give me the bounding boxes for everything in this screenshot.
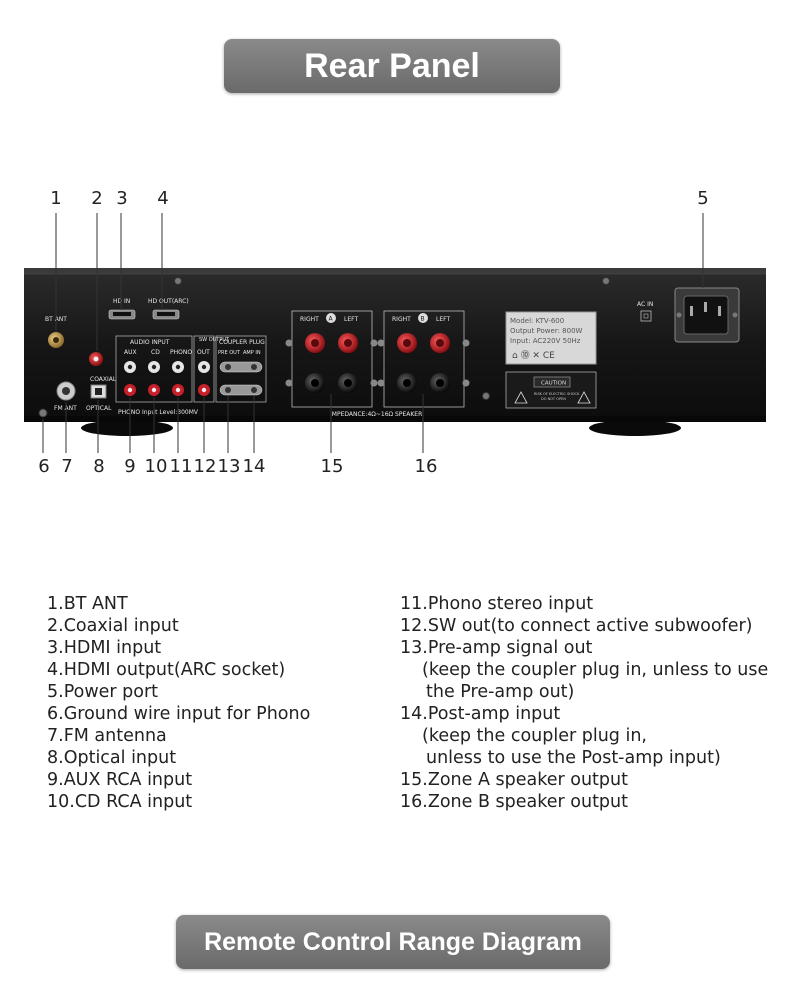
callout-16: 16 [414, 456, 438, 477]
callout-5: 5 [697, 188, 709, 209]
legend-item: 8.Optical input [47, 748, 177, 768]
legend-item: 5.Power port [47, 682, 159, 702]
cert-icons: ⌂ ⓾ ✕ CE [512, 350, 555, 361]
callout-6: 6 [38, 456, 50, 477]
foot-left [81, 420, 173, 436]
remote-range-title: Remote Control Range Diagram [176, 915, 610, 969]
power-port[interactable] [674, 287, 740, 343]
svg-text:RIGHT: RIGHT [300, 316, 319, 323]
legend-left: 1.BT ANT 2.Coaxial input 3.HDMI input 4.… [47, 593, 310, 813]
svg-text:Model: KTV-600: Model: KTV-600 [510, 317, 564, 325]
legend-item: 13.Pre-amp signal out [400, 638, 593, 658]
legend-item: 1.BT ANT [47, 594, 128, 614]
legend-item-note: (keep the coupler plug in, [422, 726, 647, 746]
legend-item: 14.Post-amp input [400, 704, 561, 724]
spec-label [505, 311, 597, 365]
svg-text:PHONO: PHONO [170, 349, 192, 356]
audio-input-label: AUDIO INPUT [130, 339, 170, 346]
legend-item-note: the Pre-amp out) [426, 682, 575, 702]
legend-item-note: unless to use the Post-amp input) [426, 748, 721, 768]
callout-13: 13 [217, 456, 241, 477]
callout-11: 11 [169, 456, 193, 477]
callout-4: 4 [157, 188, 169, 209]
svg-text:CAUTION: CAUTION [541, 381, 566, 387]
svg-text:LEFT: LEFT [344, 316, 358, 323]
svg-text:RISK OF ELECTRIC SHOCK: RISK OF ELECTRIC SHOCK [534, 392, 580, 396]
legend-right: 11.Phono stereo input 12.SW out(to conne… [400, 593, 768, 813]
warning-triangle-icon [577, 391, 591, 404]
sw-out-jack[interactable] [198, 361, 210, 396]
svg-text:AMP IN: AMP IN [243, 350, 261, 356]
phono-level-label: PHONO Input Level:300MV [118, 409, 199, 416]
foot-right [589, 420, 681, 436]
zone-a-speaker-terminals[interactable] [305, 333, 358, 393]
callout-1: 1 [50, 188, 62, 209]
legend-item: 10.CD RCA input [47, 792, 193, 812]
legend-item: 16.Zone B speaker output [400, 792, 628, 812]
svg-text:DO NOT OPEN: DO NOT OPEN [541, 397, 566, 401]
callout-7: 7 [61, 456, 73, 477]
legend-item-note: (keep the coupler plug in, unless to use [422, 660, 769, 680]
aux-rca-input[interactable] [124, 361, 136, 396]
legend-item: 4.HDMI output(ARC socket) [47, 660, 286, 680]
svg-text:B: B [421, 316, 425, 323]
legend-item: 6.Ground wire input for Phono [47, 704, 311, 724]
callout-14: 14 [242, 456, 266, 477]
legend-item: 2.Coaxial input [47, 616, 179, 636]
zone-b-group [383, 310, 465, 408]
phono-rca-input[interactable] [172, 361, 184, 396]
callout-10: 10 [144, 456, 168, 477]
warning-triangle-icon [514, 391, 528, 404]
coupler-plug-group [215, 335, 267, 403]
legend-item: 7.FM antenna [47, 726, 167, 746]
svg-text:A: A [329, 316, 334, 323]
impedance-label: IMPEDANCE:4Ω~16Ω SPEAKER [330, 411, 422, 418]
svg-text:Input: AC220V 50Hz: Input: AC220V 50Hz [510, 337, 581, 345]
legend-item: 12.SW out(to connect active subwoofer) [400, 616, 753, 636]
svg-text:LEFT: LEFT [436, 316, 450, 323]
svg-text:AUX: AUX [124, 349, 137, 356]
double-insulation-icon [640, 310, 652, 322]
coaxial-label: COAXIAL [90, 376, 117, 383]
callout-2: 2 [91, 188, 103, 209]
zone-b-speaker-terminals[interactable] [397, 333, 450, 393]
optical-label: OPTICAL [86, 405, 112, 412]
legend-item: 11.Phono stereo input [400, 594, 594, 614]
zone-a-group [291, 310, 373, 408]
hd-out-label: HD OUT(ARC) [148, 298, 189, 305]
svg-text:OUT: OUT [197, 349, 210, 356]
svg-text:CD: CD [151, 349, 160, 356]
legend-item: 15.Zone A speaker output [400, 770, 628, 790]
cd-rca-input[interactable] [148, 361, 160, 396]
callout-8: 8 [93, 456, 105, 477]
svg-text:RIGHT: RIGHT [392, 316, 411, 323]
ac-in-label: AC IN [637, 301, 653, 308]
hd-in-label: HD IN [113, 298, 130, 305]
svg-text:PRE OUT: PRE OUT [218, 350, 241, 356]
coupler-plug[interactable] [219, 361, 263, 396]
legend-item: 3.HDMI input [47, 638, 162, 658]
legend-item: 9.AUX RCA input [47, 770, 193, 790]
chassis [24, 268, 766, 422]
callout-15: 15 [320, 456, 344, 477]
rear-panel-title: Rear Panel [224, 39, 560, 93]
callout-3: 3 [116, 188, 128, 209]
svg-text:Output Power: 800W: Output Power: 800W [510, 327, 583, 335]
svg-text:SW OUTPUT: SW OUTPUT [199, 337, 230, 343]
callout-12: 12 [193, 456, 217, 477]
svg-text:COUPLER PLUG: COUPLER PLUG [219, 339, 265, 346]
callout-9: 9 [124, 456, 136, 477]
